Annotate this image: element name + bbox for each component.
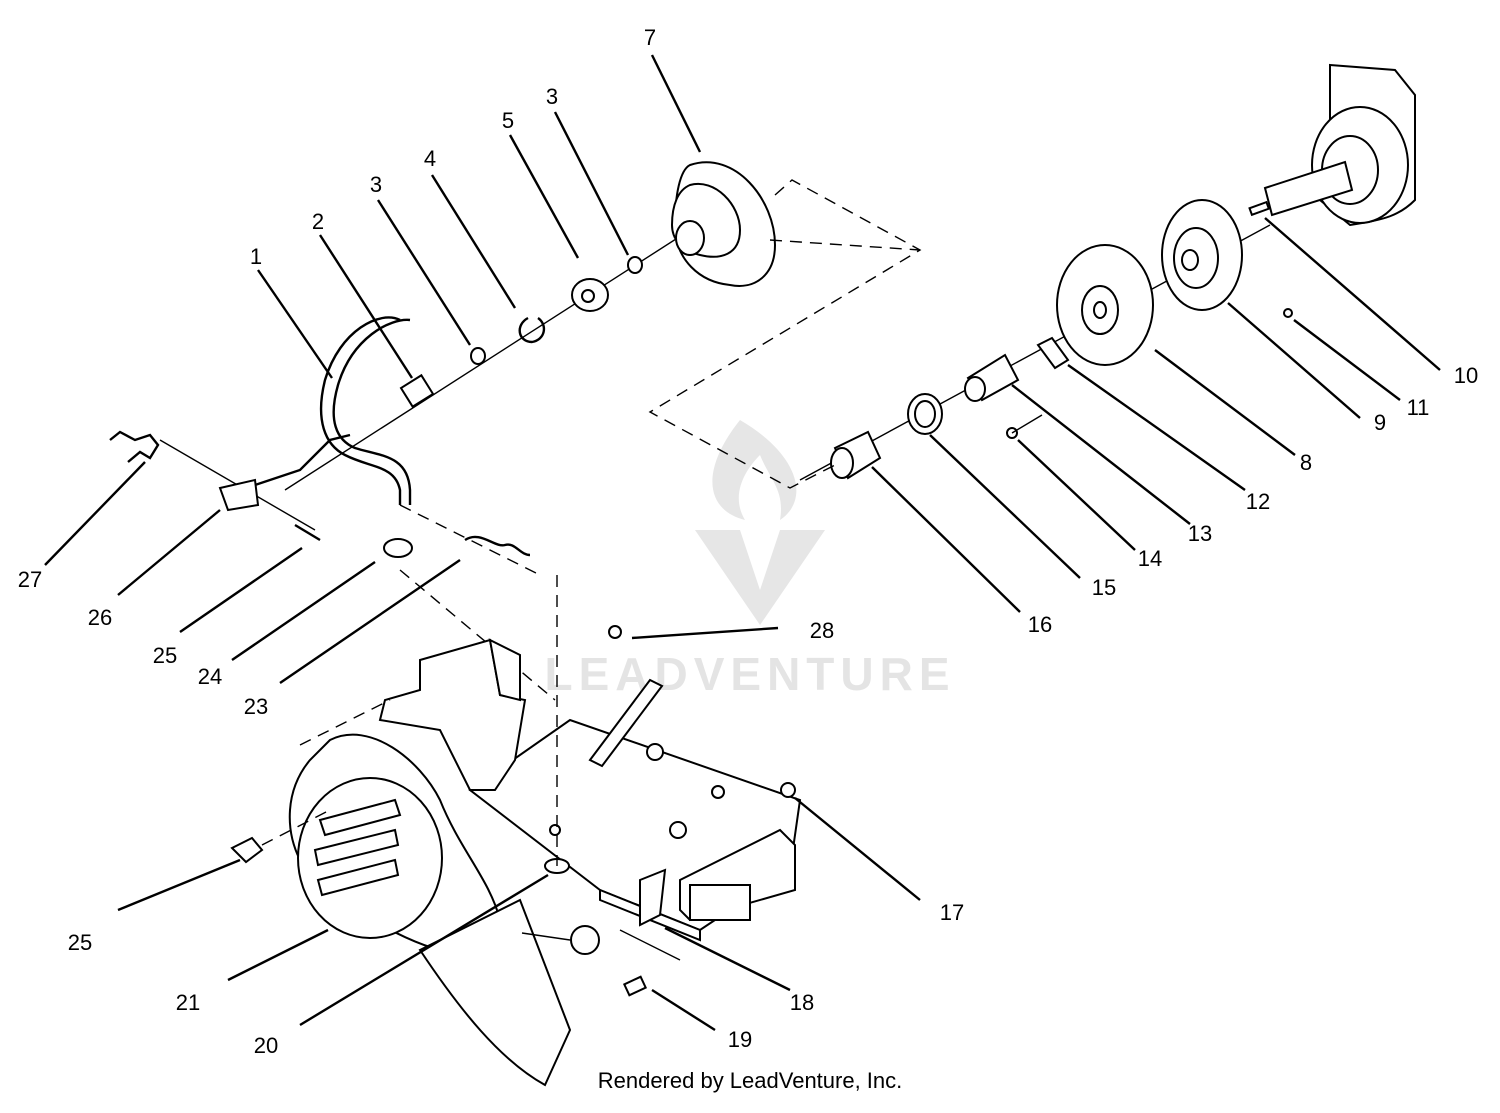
callout-15: 15 — [1092, 575, 1116, 600]
callout-13: 13 — [1188, 521, 1212, 546]
callout-12: 12 — [1246, 489, 1270, 514]
callout-17: 17 — [940, 900, 964, 925]
callout-19: 19 — [728, 1027, 752, 1052]
callout-21: 21 — [176, 990, 200, 1015]
callout-labels: 1 2 3 3 4 5 7 8 9 10 11 12 13 14 15 16 1… — [18, 25, 1478, 1058]
callout-11: 11 — [1407, 395, 1430, 420]
callout-25-a: 25 — [153, 643, 177, 668]
callout-18: 18 — [790, 990, 814, 1015]
callout-9: 9 — [1374, 410, 1386, 435]
callout-28: 28 — [810, 618, 834, 643]
callout-10: 10 — [1454, 363, 1478, 388]
watermark-text: LEADVENTURE — [544, 648, 955, 700]
callout-23: 23 — [244, 694, 268, 719]
callout-20: 20 — [254, 1033, 278, 1058]
callout-2: 2 — [312, 209, 324, 234]
callout-26: 26 — [88, 605, 112, 630]
callout-5: 5 — [502, 108, 514, 133]
callout-7: 7 — [644, 25, 656, 50]
callout-14: 14 — [1138, 546, 1162, 571]
frame-assembly — [230, 575, 802, 1087]
watermark-logo: LEADVENTURE — [544, 420, 955, 700]
pulley-assembly — [648, 63, 1416, 489]
callout-27: 27 — [18, 567, 42, 592]
shaft-assembly — [109, 161, 777, 701]
callout-24: 24 — [198, 664, 222, 689]
callout-25-b: 25 — [68, 930, 92, 955]
callout-16: 16 — [1028, 612, 1052, 637]
callout-3-b: 3 — [546, 84, 558, 109]
leader-lines — [44, 54, 1441, 1032]
callout-4: 4 — [424, 146, 436, 171]
callout-3-a: 3 — [370, 172, 382, 197]
callout-8: 8 — [1300, 450, 1312, 475]
callout-1: 1 — [250, 244, 262, 269]
rendered-by-credit: Rendered by LeadVenture, Inc. — [597, 1068, 903, 1093]
